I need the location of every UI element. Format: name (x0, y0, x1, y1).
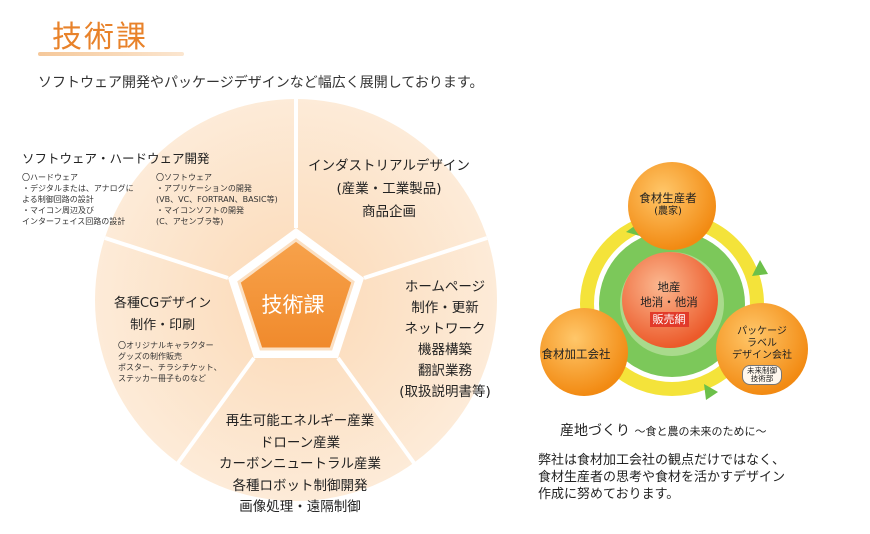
intro-text: ソフトウェア開発やパッケージデザインなど幅広く展開しております。 (38, 75, 484, 91)
industrial-line: 商品企画 (362, 204, 416, 220)
skills-wheel (95, 99, 497, 501)
wheel-dividers (104, 99, 488, 465)
industrial-section: インダストリアルデザイン (産業・工業製品) 商品企画 (305, 155, 473, 224)
cg-line: 制作・印刷 (130, 318, 196, 333)
hardware-line: 〇ハードウェア (22, 173, 78, 182)
cg-detail-line: 〇オリジナルキャラクター (118, 341, 214, 350)
cg-detail-line: ポスター、チラシチケット、 (118, 363, 222, 372)
software-line: (VB、VC、FORTRAN、BASIC等) (156, 195, 278, 204)
software-line: 〇ソフトウェア (156, 173, 212, 182)
energy-section: 再生可能エネルギー産業 ドローン産業 カーボンニュートラル産業 各種ロボット制御… (195, 411, 405, 519)
node-center-circle (622, 252, 718, 348)
badge-line: 未来制御 (747, 366, 777, 375)
energy-line: ドローン産業 (259, 434, 341, 451)
energy-line: カーボンニュートラル産業 (219, 456, 381, 472)
hardware-line: インターフェイス回路の設計 (22, 217, 126, 226)
web-line: ネットワーク (404, 321, 486, 337)
node-producer-circle (628, 162, 716, 250)
cg-detail-line: グッズの制作販売 (118, 352, 182, 361)
santi-description: 弊社は食材加工会社の観点だけではなく、 食材生産者の思考や食材を活かすデザイン … (538, 452, 858, 503)
web-line: 制作・更新 (411, 300, 479, 316)
energy-line: 各種ロボット制御開発 (232, 477, 368, 494)
software-line: (C、アセンブラ等) (156, 217, 224, 226)
web-line: ホームページ (404, 279, 486, 295)
santi-title: 産地づくり (560, 423, 630, 439)
cg-line: 各種CGデザイン (114, 296, 212, 311)
energy-line: 再生可能エネルギー産業 (225, 413, 375, 429)
software-line: ・アプリケーションの開発 (156, 184, 252, 193)
industrial-line: (産業・工業製品) (336, 181, 442, 197)
node-processor-circle (540, 308, 628, 396)
title-underline (38, 52, 184, 56)
node-design-line: パッケージ (737, 326, 787, 337)
desc-line: 作成に努めております。 (538, 487, 680, 502)
web-line: 機器構築 (418, 342, 472, 358)
santi-subtitle: 〜食と農の未来のために〜 (634, 425, 767, 438)
desc-line: 食材生産者の思考や食材を活かすデザイン (538, 470, 786, 485)
hardware-details: 〇ハードウェア ・デジタルまたは、アナログに よる制御回路の設計 ・マイコン周辺… (22, 172, 134, 227)
node-design-circle (716, 303, 808, 395)
hardware-line: よる制御回路の設計 (22, 195, 94, 204)
energy-line: 画像処理・遠隔制御 (239, 499, 361, 515)
node-design-line: ラベル (747, 338, 777, 349)
industrial-line: インダストリアルデザイン (308, 158, 470, 174)
node-producer-line: (農家) (654, 206, 682, 217)
software-line: ・マイコンソフトの開発 (156, 206, 244, 215)
node-center-line: 地産 (657, 280, 681, 294)
software-details: 〇ソフトウェア ・アプリケーションの開発 (VB、VC、FORTRAN、BASI… (156, 172, 278, 227)
cg-detail-line: ステッカー冊子ものなど (118, 374, 206, 383)
node-design: パッケージ ラベル デザイン会社 未来制御 技術部 (712, 326, 812, 385)
center-label: 技術課 (261, 293, 325, 317)
web-line: 翻訳業務 (418, 363, 472, 379)
cycle-diagram (540, 162, 808, 400)
node-design-badge: 未来制御 技術部 (742, 365, 782, 385)
sales-network-badge: 販売網 (649, 312, 689, 327)
cycle-arrow-4 (704, 384, 718, 400)
pentagon-center (237, 238, 355, 351)
node-producer-line: 食材生産者 (639, 191, 697, 205)
web-section: ホームページ 制作・更新 ネットワーク 機器構築 翻訳業務 (取扱説明書等) (382, 277, 508, 403)
node-processor: 食材加工会社 (541, 347, 611, 361)
node-design-line: デザイン会社 (732, 350, 792, 361)
cg-details: 〇オリジナルキャラクター グッズの制作販売 ポスター、チラシチケット、 ステッカ… (118, 340, 222, 384)
node-center-line: 地消・他消 (640, 295, 698, 309)
page-title: 技術課 (52, 20, 148, 55)
hardware-line: ・マイコン周辺及び (22, 206, 94, 215)
badge-line: 技術部 (750, 374, 774, 383)
santi-heading: 産地づくり 〜食と農の未来のために〜 (560, 420, 766, 440)
web-line: (取扱説明書等) (399, 384, 491, 400)
desc-line: 弊社は食材加工会社の観点だけではなく、 (538, 453, 786, 468)
node-producer: 食材生産者 (農家) (620, 191, 716, 219)
node-center: 地産 地消・他消 販売網 (624, 280, 714, 327)
cycle-arrow-1 (752, 260, 768, 276)
hardware-line: ・デジタルまたは、アナログに (22, 184, 134, 193)
cg-section: 各種CGデザイン 制作・印刷 (114, 293, 211, 337)
software-heading: ソフトウェア・ハードウェア開発 (22, 151, 210, 166)
